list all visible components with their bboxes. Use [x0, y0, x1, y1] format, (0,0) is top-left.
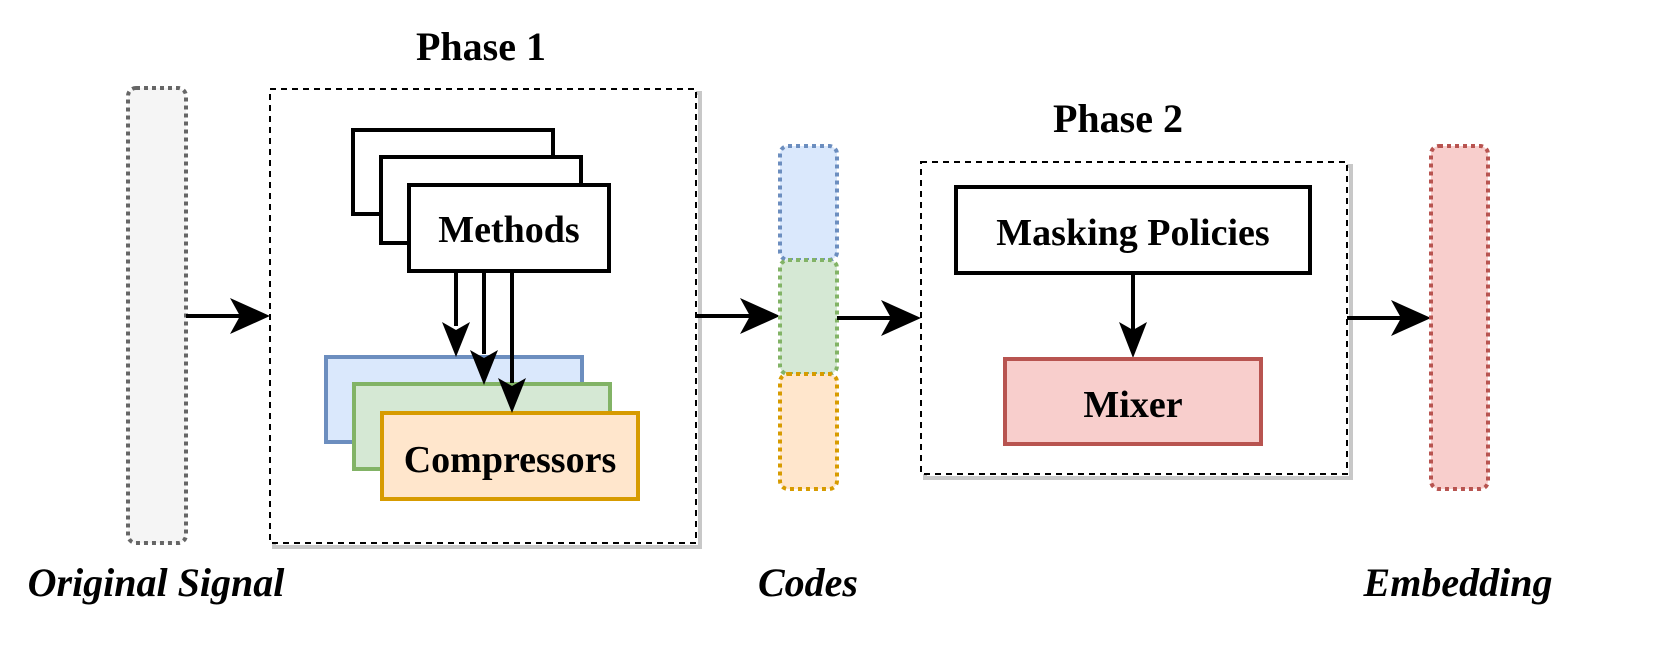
- arrow-phase1-to-codes: [696, 298, 780, 334]
- codes-label: Codes: [758, 560, 858, 605]
- original-signal-bar: [126, 86, 188, 545]
- arrow-signal-to-phase1: [186, 298, 270, 334]
- code-segment-blue: [778, 144, 839, 262]
- arrow-phase2-to-embedding: [1347, 300, 1431, 336]
- phase2-title: Phase 2: [1053, 96, 1183, 141]
- code-segment-green: [778, 258, 839, 376]
- masking-policies-label: Masking Policies: [996, 212, 1269, 254]
- original-signal-label: Original Signal: [28, 560, 286, 605]
- mixer-box: [1003, 357, 1263, 446]
- arrow-codes-to-phase2: [837, 300, 921, 336]
- masking-policies-box: [954, 185, 1312, 275]
- mixer-label: Mixer: [1083, 384, 1182, 426]
- phase1-title: Phase 1: [416, 24, 546, 69]
- embedding-bar: [1429, 144, 1490, 491]
- code-segment-orange: [778, 372, 839, 491]
- methods-label: Methods: [438, 209, 579, 251]
- compressors-box: [380, 411, 640, 501]
- arrow-masking-to-mixer: [1119, 273, 1147, 358]
- methods-box: [407, 183, 611, 273]
- methods-arrowheads: [442, 322, 526, 413]
- embedding-label: Embedding: [1363, 560, 1553, 605]
- methods-to-compressors-arrows: [454, 271, 514, 383]
- compressors-label: Compressors: [404, 439, 617, 481]
